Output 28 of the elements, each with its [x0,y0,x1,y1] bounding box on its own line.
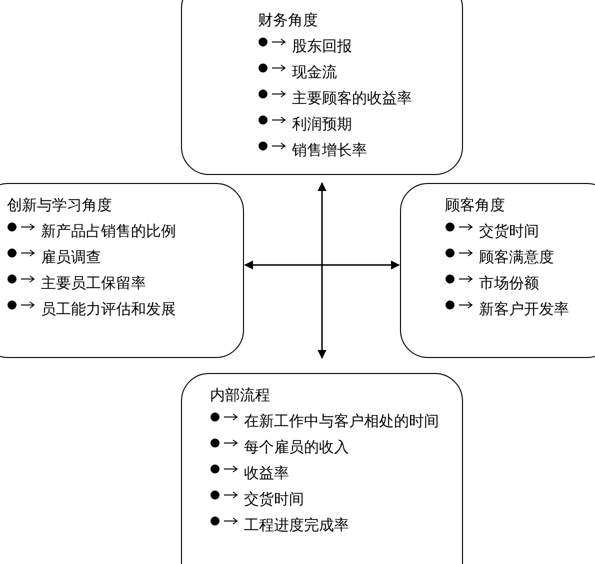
double-arrow [318,182,326,359]
rounded-box [400,183,595,358]
list-item: 雇员调查 [41,247,101,268]
list-item: 现金流 [292,62,337,83]
list-item: 利润预期 [292,114,352,135]
box-heading: 顾客角度 [445,195,506,216]
list-item: 工程进度完成率 [244,515,349,536]
list-item: 市场份额 [479,273,539,294]
rounded-box [181,0,463,175]
list-item: 新产品占销售的比例 [41,221,176,242]
list-item: 新客户开发率 [479,299,569,320]
box-heading: 财务角度 [258,10,319,31]
double-arrow [244,260,400,270]
list-item: 顾客满意度 [479,247,554,268]
list-item: 股东回报 [292,36,352,57]
list-item: 主要顾客的收益率 [292,88,412,109]
list-item: 交货时间 [244,489,304,510]
rounded-box [181,373,463,564]
list-item: 销售增长率 [292,140,367,161]
list-item: 员工能力评估和发展 [41,299,176,320]
list-item: 交货时间 [479,221,539,242]
list-item: 主要员工保留率 [41,273,146,294]
box-heading: 内部流程 [210,385,271,406]
box-heading: 创新与学习角度 [7,195,113,216]
rounded-box [0,183,244,358]
list-item: 在新工作中与客户相处的时间 [244,411,439,432]
list-item: 每个雇员的收入 [244,437,349,458]
list-item: 收益率 [244,463,289,484]
